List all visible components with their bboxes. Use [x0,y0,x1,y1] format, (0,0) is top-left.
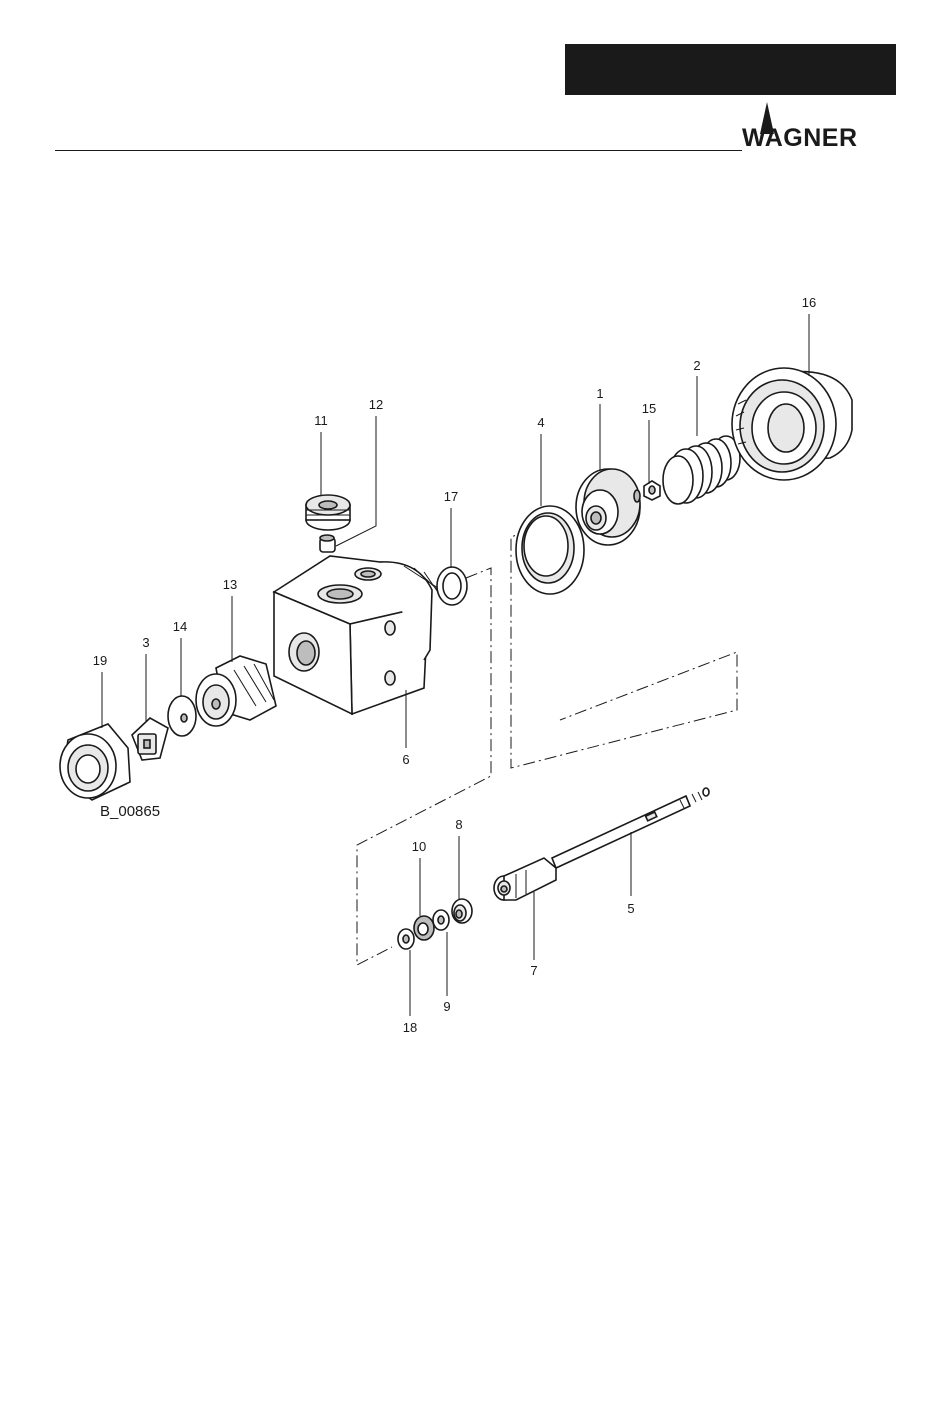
part-7-valve-piston [494,858,556,900]
part-3-tip-insert [132,718,168,760]
part-2-spring [663,436,740,504]
part-15-small-nut [644,481,660,500]
part-19-hex-nut [60,724,130,800]
part-16-cap [732,368,852,480]
callout-14: 14 [173,619,187,634]
callout-19: 19 [93,653,107,668]
part-10-seal [414,916,434,940]
callout-6: 6 [402,752,409,767]
callout-17: 17 [444,489,458,504]
part-8-seal [452,899,472,923]
callout-2: 2 [693,358,700,373]
callout-9: 9 [443,999,450,1014]
part-17-o-ring [437,567,467,605]
callout-12: 12 [369,397,383,412]
callout-7: 7 [530,963,537,978]
part-9-washer [433,910,449,930]
callout-5: 5 [627,901,634,916]
callout-16: 16 [802,295,816,310]
part-12-set-screw [320,535,335,552]
part-13-threaded-fitting [196,656,276,726]
callout-labels: 1 2 3 4 5 6 7 8 9 10 11 12 13 14 15 16 1… [93,295,816,1035]
callout-8: 8 [455,817,462,832]
part-18-washer [398,929,414,949]
callout-1: 1 [596,386,603,401]
callout-3: 3 [142,635,149,650]
callout-18: 18 [403,1020,417,1035]
part-14-washer [168,696,196,736]
diagram-reference-code: B_00865 [100,803,160,820]
part-6-gun-body [274,556,442,714]
part-1-diaphragm-housing [576,469,640,545]
callout-15: 15 [642,401,656,416]
callout-13: 13 [223,577,237,592]
callout-4: 4 [537,415,544,430]
part-4-seal-ring [516,506,584,594]
callout-11: 11 [314,413,328,428]
part-11-threaded-plug [306,495,350,530]
callout-10: 10 [412,839,426,854]
